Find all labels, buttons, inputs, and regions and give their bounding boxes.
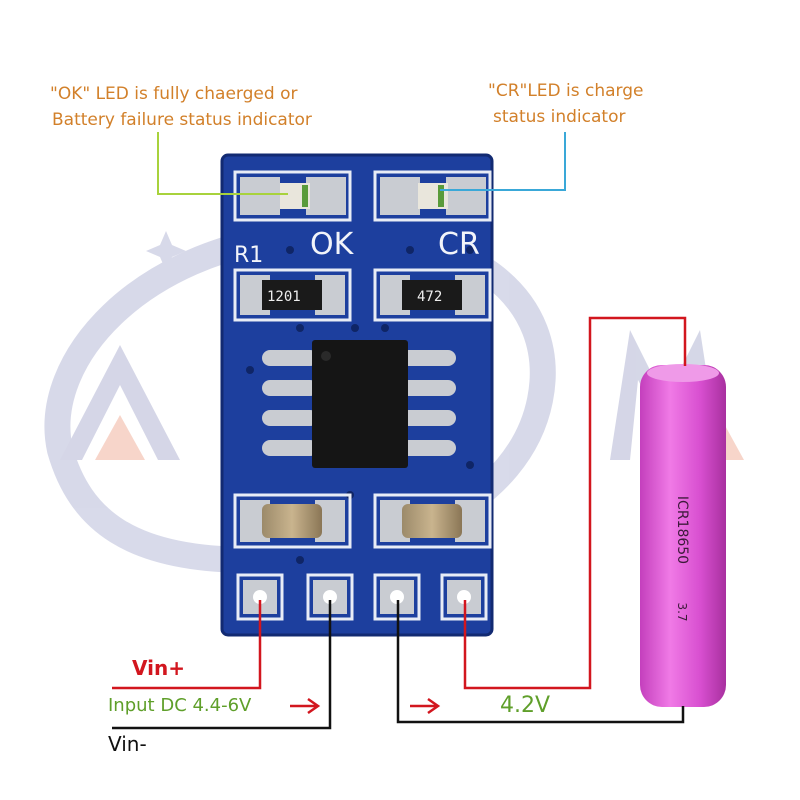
cr-led-annotation-line1: "CR"LED is charge	[488, 81, 644, 101]
arrows	[290, 697, 441, 715]
pcb-board: R1 OK CR 1201 472	[220, 153, 494, 637]
battery-top-cap	[647, 364, 719, 382]
watermark-swoosh	[44, 220, 556, 574]
resistor-r1-footprint	[233, 268, 352, 322]
watermark-accent-left	[95, 415, 145, 460]
resistor-r1	[262, 280, 322, 310]
resistor-r2-footprint	[373, 268, 492, 322]
silk-cr: CR	[438, 227, 480, 262]
battery-voltage-label: 3.7	[675, 602, 689, 621]
ok-led-annotation-line2: Battery failure status indicator	[52, 110, 312, 130]
wiring	[112, 316, 687, 730]
ic-pins	[262, 350, 456, 456]
ok-leader-line	[157, 132, 288, 195]
battery-body	[640, 365, 726, 707]
resistor-r2	[402, 280, 462, 310]
ok-led-annotation-line1: "OK" LED is fully chaerged or	[50, 84, 298, 104]
output-arrow-icon	[410, 697, 441, 715]
ic-pin1-marker	[321, 351, 331, 361]
silk-r1: R1	[234, 243, 263, 268]
vin-minus-label: Vin-	[108, 732, 147, 756]
capacitor-left-footprint	[233, 493, 352, 549]
capacitor-left	[262, 504, 322, 538]
battery-model-label: ICR18650	[674, 496, 690, 564]
pcb-edge	[220, 153, 494, 637]
led-ok-footprint	[233, 170, 352, 222]
vin-plus-label: Vin+	[132, 656, 185, 680]
ic-body	[312, 340, 408, 468]
watermark-letter-a	[60, 345, 180, 460]
capacitor-right-footprint	[373, 493, 492, 549]
input-dc-label: Input DC 4.4-6V	[108, 695, 252, 716]
pcb-vias	[246, 246, 474, 564]
wire-vin-minus	[112, 600, 332, 730]
battery-cell: ICR18650 3.7	[640, 364, 726, 707]
capacitor-right	[402, 504, 462, 538]
cr-led-annotation-line2: status indicator	[493, 107, 626, 127]
charger-ic	[262, 340, 456, 468]
watermark	[44, 220, 744, 574]
output-voltage-label: 4.2V	[500, 693, 551, 718]
header-pads	[236, 573, 488, 621]
silk-ok: OK	[310, 227, 355, 262]
watermark-star-icon	[146, 231, 186, 271]
led-cr-footprint	[373, 170, 492, 222]
input-arrow-icon	[290, 697, 321, 715]
wire-vin-plus	[112, 600, 262, 690]
resistor-r2-code: 472	[417, 289, 442, 305]
resistor-r1-code: 1201	[267, 289, 301, 305]
watermark-letter-m	[610, 330, 720, 460]
cr-leader-line	[440, 132, 566, 191]
wire-bat-plus	[463, 316, 687, 690]
wire-bat-minus	[396, 600, 685, 724]
